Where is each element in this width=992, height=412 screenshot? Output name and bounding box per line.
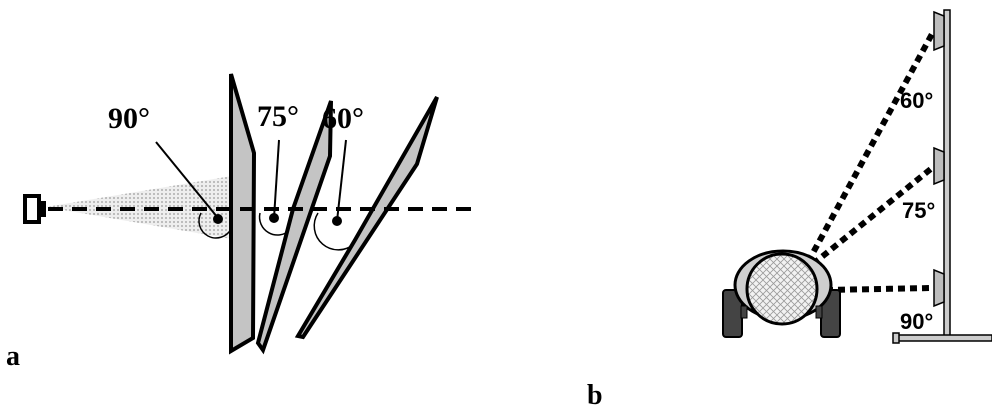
panel-b: 60° 75° 90° b bbox=[587, 9, 992, 411]
wall-reflector-75 bbox=[933, 146, 945, 186]
angle-arc-90 bbox=[198, 212, 232, 239]
beam-line-75 bbox=[811, 165, 934, 267]
beam-line-90 bbox=[825, 285, 933, 293]
reflector-plate-75 bbox=[255, 100, 333, 355]
robot-icon bbox=[722, 249, 841, 338]
sonar-sensor-icon bbox=[23, 194, 46, 224]
pivot-point-60 bbox=[332, 216, 342, 226]
angle-label-60: 60° bbox=[322, 102, 364, 135]
angle-arc-60 bbox=[313, 212, 355, 251]
reflector-plate-60 bbox=[294, 96, 439, 340]
wall-reflector-90 bbox=[933, 268, 945, 308]
reflector-plate-90 bbox=[229, 73, 257, 355]
wall-reflector-60 bbox=[933, 10, 945, 52]
wall-angle-label-60: 60° bbox=[900, 88, 933, 113]
panel-label-b: b bbox=[587, 380, 603, 411]
robot-axle-left bbox=[740, 305, 748, 319]
panel-a: 90° 75° 60° a bbox=[6, 73, 480, 372]
pivot-point-75 bbox=[269, 213, 279, 223]
wall-base bbox=[895, 334, 992, 342]
leader-line-60 bbox=[336, 139, 347, 222]
angle-label-75: 75° bbox=[257, 100, 299, 133]
beam-line-60 bbox=[805, 32, 935, 264]
pivot-point-90 bbox=[213, 214, 223, 224]
panel-label-a: a bbox=[6, 341, 20, 372]
leader-line-75 bbox=[273, 139, 280, 219]
sonar-beam-cone bbox=[46, 176, 232, 239]
wall-pole bbox=[943, 9, 951, 341]
wall-base-foot bbox=[892, 332, 900, 344]
robot-axle-right bbox=[815, 305, 823, 319]
wall-angle-label-75: 75° bbox=[902, 198, 935, 223]
angle-label-90: 90° bbox=[108, 102, 150, 135]
leader-line-90 bbox=[155, 141, 219, 219]
wall-angle-label-90: 90° bbox=[900, 309, 933, 334]
robot-sensor-dome bbox=[745, 252, 819, 326]
